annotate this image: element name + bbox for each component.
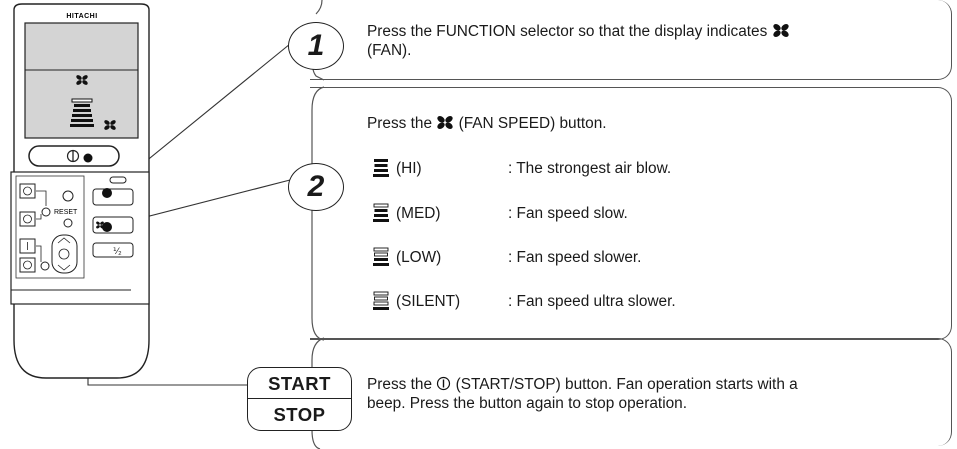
display-fan-icon (76, 75, 88, 85)
speed-label-low: (LOW) (396, 249, 442, 266)
step-2-panel (310, 87, 952, 340)
speed-label-hi: (HI) (396, 160, 422, 177)
step-3-text-line2: beep. Press the button again to stop ope… (367, 395, 688, 412)
start-stop-badge: START STOP (247, 367, 352, 431)
start-stop-icon (437, 376, 451, 391)
display-fan-speed-icon (104, 120, 116, 130)
step-1-text-after: (FAN). (367, 42, 412, 59)
stop-label: STOP (273, 404, 326, 425)
fan-icon (772, 24, 789, 37)
fan-speed-med-icon (373, 203, 389, 222)
speed-desc-med: : Fan speed slow. (508, 205, 628, 222)
step-2-badge: 2 (288, 163, 344, 211)
fan-speed-hi-icon (373, 159, 389, 177)
speed-desc-hi: : The strongest air blow. (508, 160, 672, 177)
speed-desc-silent: : Fan speed ultra slower. (508, 293, 676, 310)
step-2-number: 2 (307, 170, 325, 203)
start-stop-divider (248, 398, 351, 399)
start-label: START (268, 373, 331, 394)
speed-desc-low: : Fan speed slower. (508, 249, 642, 266)
display-speed-bars-icon (70, 98, 94, 127)
step-3-text: Press the (START/STOP) button. Fan opera… (367, 375, 932, 413)
step-1-panel (310, 0, 952, 80)
fan-speed-low-icon (373, 247, 389, 266)
step-1-text-before: Press the FUNCTION selector so that the … (367, 23, 768, 40)
step-1-text: Press the FUNCTION selector so that the … (367, 22, 927, 60)
fan-speed-silent-icon (373, 291, 389, 310)
speed-label-silent: (SILENT) (396, 293, 461, 310)
fan-speed-icon (437, 116, 453, 129)
step-2-intro: Press the (FAN SPEED) button. (367, 114, 867, 133)
step-3-text-before: Press the (367, 376, 433, 393)
step-2-intro-before: Press the (367, 115, 433, 132)
step-2-intro-after: (FAN SPEED) button. (458, 115, 607, 132)
remote-brand: HITACHI (66, 13, 97, 20)
step-3-panel (310, 338, 952, 446)
step-1-number: 1 (307, 29, 325, 62)
svg-text:⅟₂: ⅟₂ (113, 246, 122, 256)
step-3-text-line1: (START/STOP) button. Fan operation start… (455, 376, 798, 393)
remote-reset-label: RESET (54, 209, 78, 216)
step-1-badge: 1 (288, 22, 344, 70)
speed-label-med: (MED) (396, 205, 441, 222)
remote-controller-illustration: HITACHI (10, 3, 291, 386)
